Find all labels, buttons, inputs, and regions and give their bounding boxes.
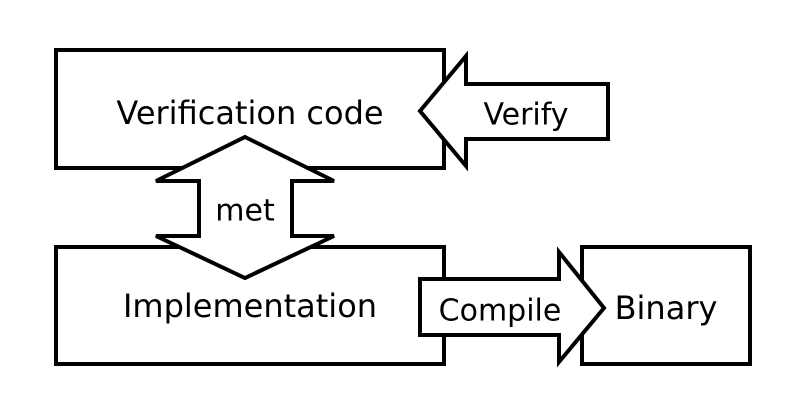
binary-node: Binary <box>580 245 752 366</box>
implementation-node: Implementation <box>54 245 446 366</box>
verify-arrow: Verify <box>417 50 610 172</box>
met-arrow-shape <box>155 134 335 281</box>
met-arrow: met <box>155 134 335 281</box>
compile-arrow: Compile <box>418 246 607 368</box>
verify-arrow-label: Verify <box>483 98 568 133</box>
compile-arrow-label: Compile <box>439 294 562 329</box>
verification-code-label: Verification code <box>116 94 383 132</box>
implementation-box <box>54 245 446 366</box>
verify-arrow-shape <box>417 50 610 172</box>
implementation-label: Implementation <box>123 287 377 325</box>
binary-label: Binary <box>615 289 718 327</box>
binary-box <box>580 245 752 366</box>
compile-arrow-shape <box>418 246 607 368</box>
met-arrow-label: met <box>215 194 275 229</box>
